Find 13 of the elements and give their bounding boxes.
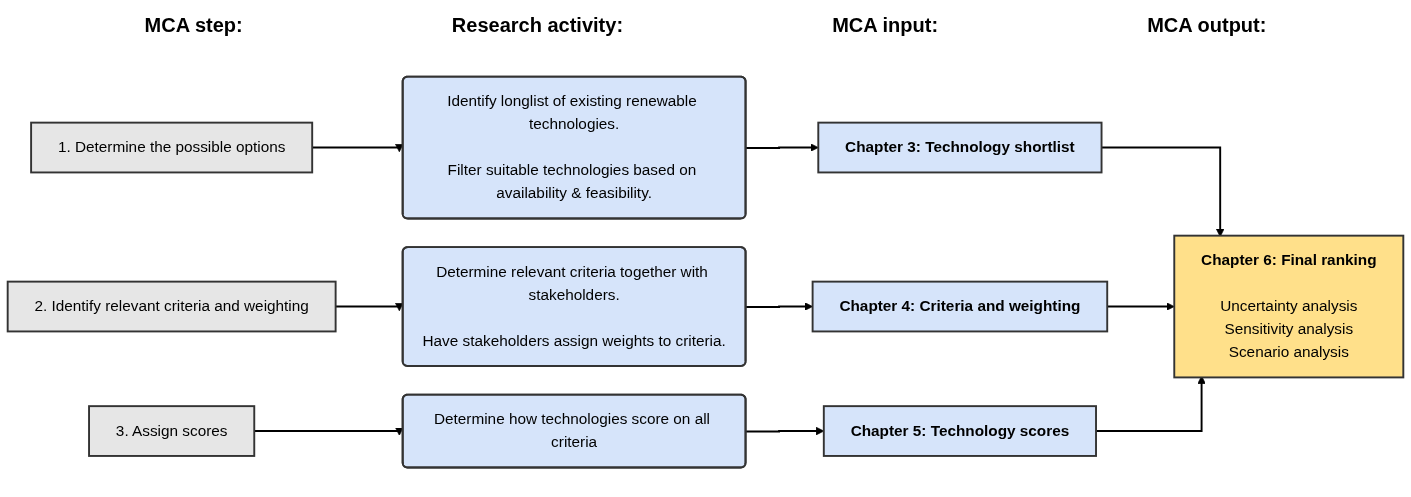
column-heading: MCA input: <box>832 14 939 38</box>
node-box: 1. Determine the possible options <box>30 122 314 174</box>
node-box: Chapter 3: Technology shortlist <box>817 122 1103 174</box>
arrow <box>745 143 819 153</box>
column-heading: Research activity: <box>451 14 624 38</box>
node-box: Chapter 5: Technology scores <box>822 405 1097 458</box>
node-box: 2. Identify relevant criteria and weighting <box>6 281 337 333</box>
column-heading: MCA output: <box>1147 14 1267 38</box>
node-box: Chapter 6: Final ranking Uncertainty analysis Sensitivity analysis Scenario analysis <box>1173 235 1405 379</box>
node-box: 3. Assign scores <box>88 405 256 458</box>
node-box: Chapter 4: Criteria and weighting <box>811 281 1109 333</box>
arrow <box>745 302 813 312</box>
column-heading: MCA step: <box>144 14 243 38</box>
